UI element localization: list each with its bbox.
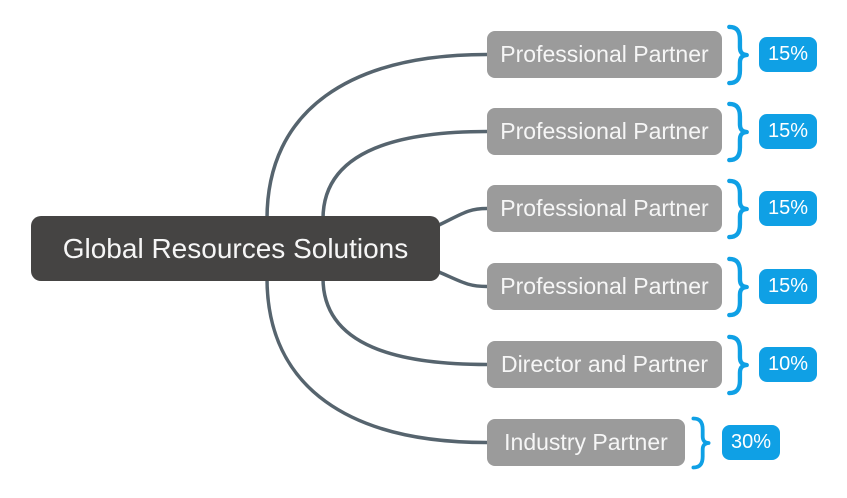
percentage-value: 15% [767,120,809,142]
connector-line-5 [321,276,489,367]
brace-icon [727,178,749,239]
brace-icon [691,416,711,469]
percentage-badge[interactable]: 15% [759,37,817,72]
branch-node[interactable]: Director and Partner [487,341,722,388]
branch-node[interactable]: Professional Partner [487,263,722,310]
percentage-value: 15% [767,43,809,65]
branch-node-label: Industry Partner [504,429,668,455]
percentage-value: 15% [767,275,809,297]
brace-icon [727,256,749,317]
percentage-badge[interactable]: 15% [759,269,817,304]
percentage-badge[interactable]: 15% [759,114,817,149]
branch-node[interactable]: Industry Partner [487,419,685,466]
root-node-label: Global Resources Solutions [62,232,409,264]
brace-icon [727,334,749,395]
branch-row: Professional Partner 15% [487,101,817,162]
branch-node-label: Professional Partner [500,273,709,299]
brace-icon [727,101,749,162]
branch-row: Professional Partner 15% [487,256,817,317]
branch-node-label: Professional Partner [500,41,709,67]
connector-line-6 [265,276,489,445]
connector-line-4 [437,270,489,289]
brace-icon [727,24,749,85]
percentage-value: 10% [767,353,809,375]
branch-node[interactable]: Professional Partner [487,108,722,155]
branch-row: Professional Partner 15% [487,178,817,239]
branch-row: Director and Partner 10% [487,334,817,395]
connector-line-2 [321,129,489,221]
percentage-badge[interactable]: 10% [759,347,817,382]
branch-row: Industry Partner 30% [487,416,780,469]
branch-node[interactable]: Professional Partner [487,185,722,232]
branch-node-label: Director and Partner [500,351,709,377]
branch-node[interactable]: Professional Partner [487,31,722,78]
branch-row: Professional Partner 15% [487,24,817,85]
root-node[interactable]: Global Resources Solutions [31,216,440,281]
branch-node-label: Professional Partner [500,195,709,221]
percentage-badge[interactable]: 30% [722,425,780,460]
percentage-value: 30% [730,431,772,453]
branch-node-label: Professional Partner [500,118,709,144]
percentage-badge[interactable]: 15% [759,191,817,226]
percentage-value: 15% [767,197,809,219]
connector-line-1 [265,52,489,221]
connector-line-3 [437,206,489,227]
